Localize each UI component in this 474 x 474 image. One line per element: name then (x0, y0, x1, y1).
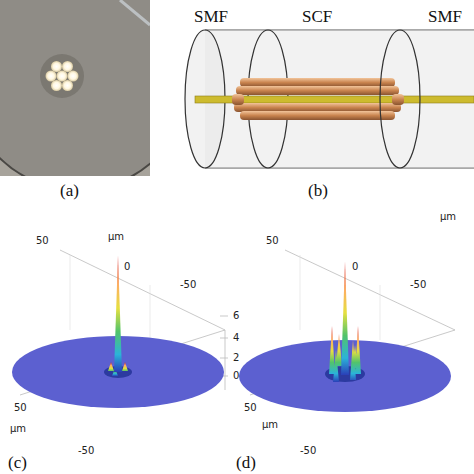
axis-tick: 0 (124, 262, 130, 272)
axis-unit: μm (10, 424, 26, 434)
axis-tick: -50 (78, 446, 94, 456)
axis-tick: 50 (244, 403, 257, 413)
axis-unit: μm (440, 212, 456, 222)
axis-tick: 0 (352, 262, 358, 272)
axis-tick: -50 (410, 280, 426, 290)
panel-label: (a) (60, 182, 79, 199)
axis-tick: 50 (36, 236, 49, 246)
mode-plot (12, 250, 228, 408)
panel-label: (d) (236, 454, 256, 471)
fiber-schematic (185, 30, 474, 168)
axis-tick: 0 (233, 371, 239, 381)
axis-tick: 50 (266, 236, 279, 246)
fiber-label: SMF (194, 8, 228, 25)
fiber-label: SMF (428, 8, 462, 25)
axis-tick: -50 (180, 280, 196, 290)
axis-tick: 50 (14, 403, 27, 413)
axis-unit: μm (108, 232, 124, 242)
fiber-label: SCF (302, 8, 332, 25)
microscope-photo (0, 0, 150, 176)
panel-label: (b) (308, 182, 328, 199)
axis-tick: 6 (233, 311, 239, 321)
mode-plot (239, 250, 455, 412)
axis-tick: 4 (233, 333, 239, 343)
axis-tick: -50 (300, 446, 316, 456)
panel-label: (c) (8, 454, 27, 471)
axis-unit: μm (262, 420, 278, 430)
axis-tick: 2 (233, 353, 239, 363)
